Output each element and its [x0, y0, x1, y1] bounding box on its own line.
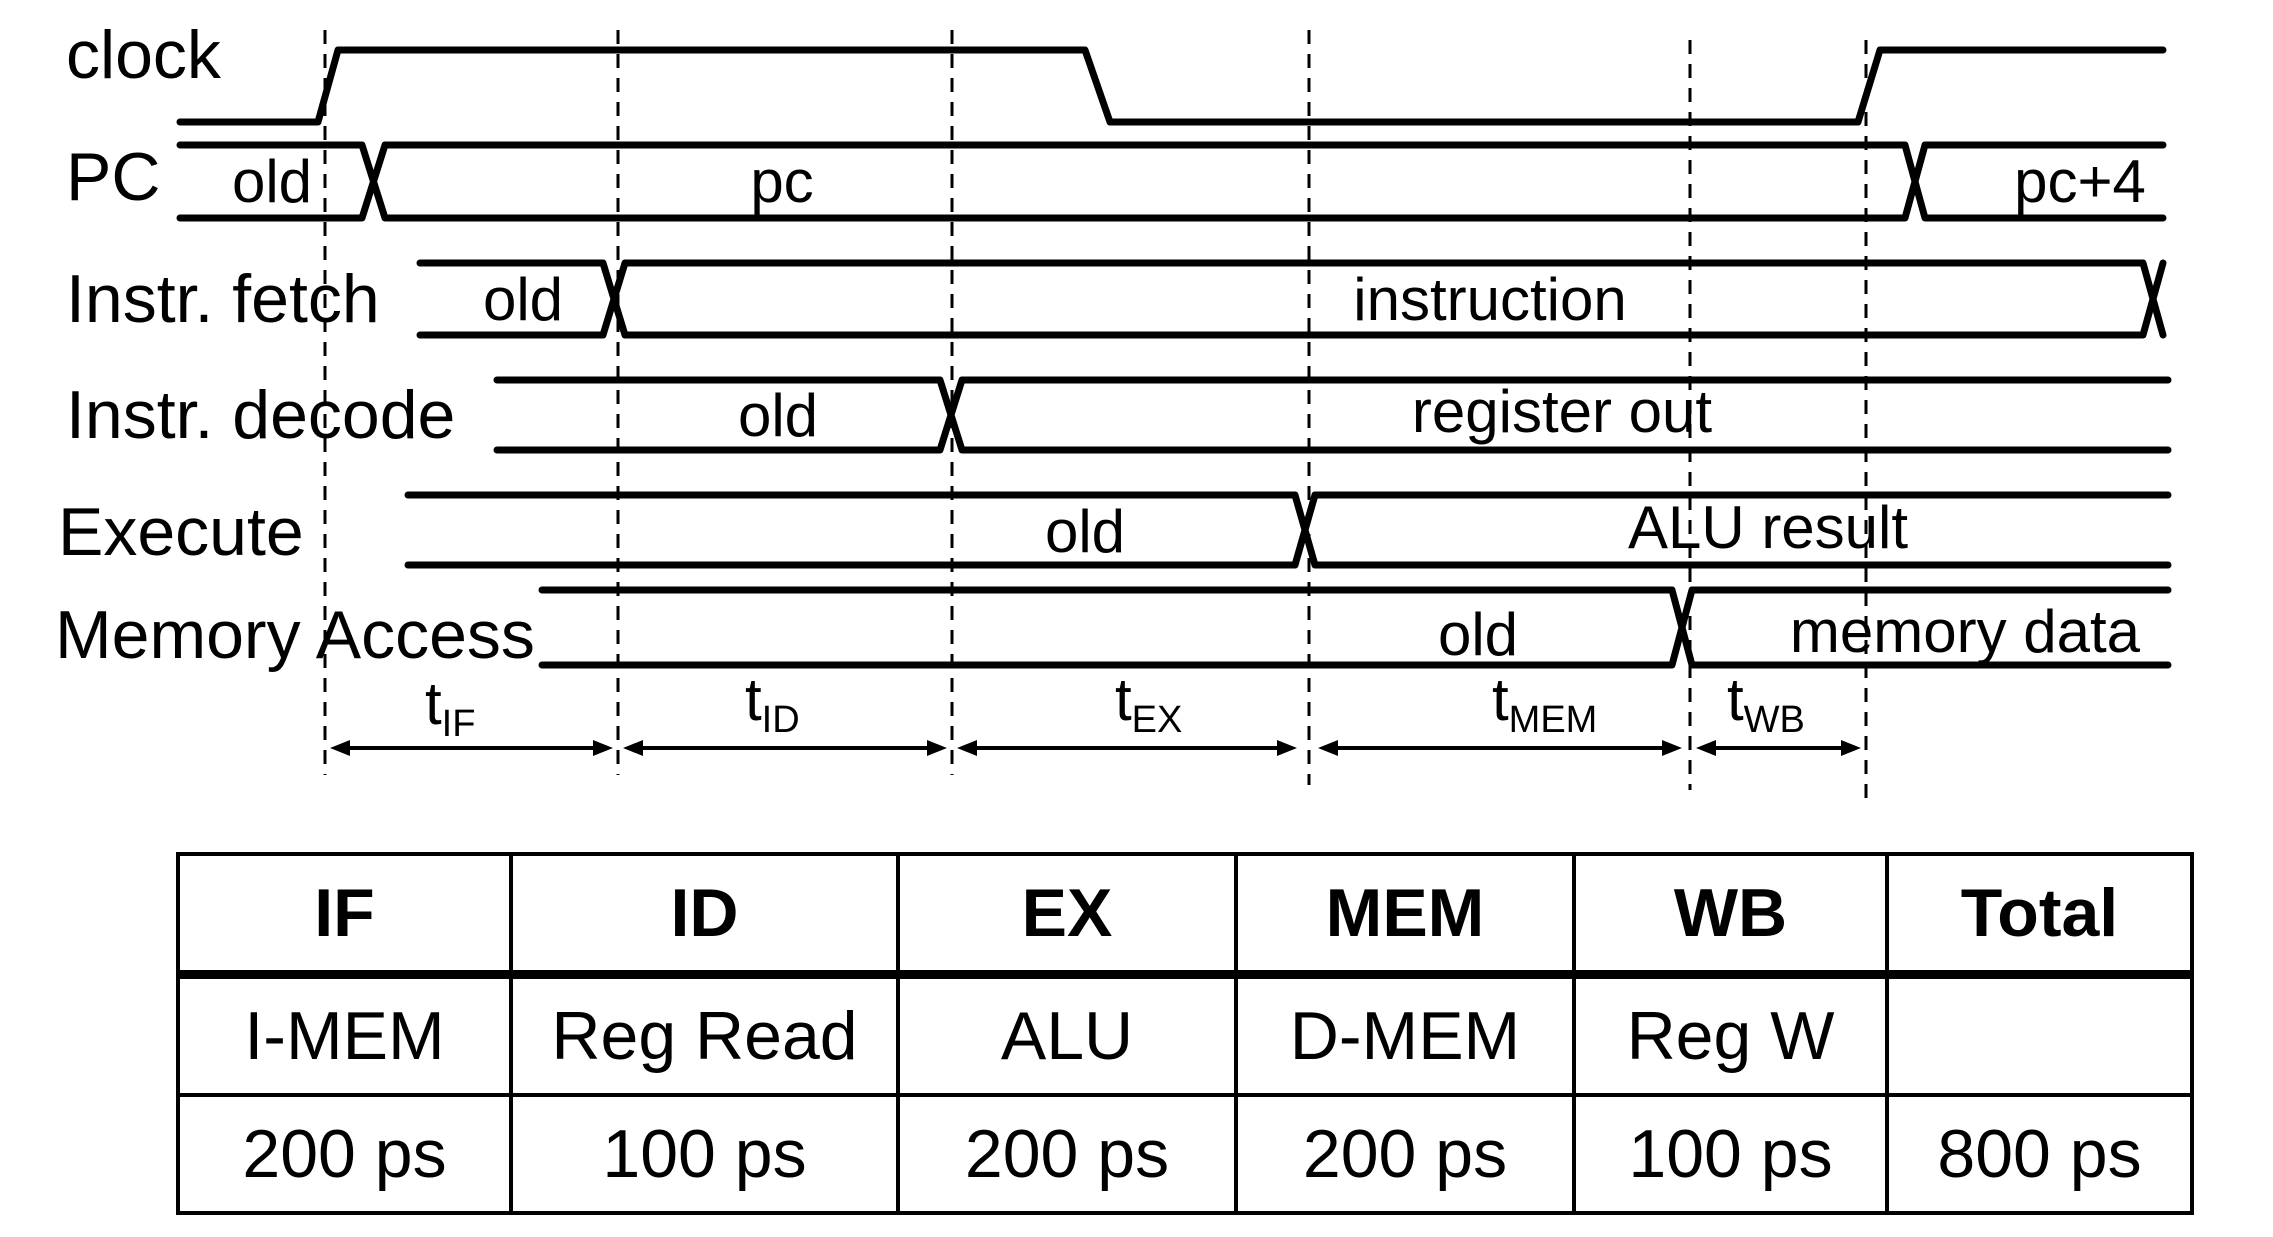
execute-old-value: old — [1045, 498, 1125, 565]
timing-label-mem: tMEM — [1492, 666, 1597, 741]
execute-bus — [404, 491, 2172, 569]
latency-if: 200 ps — [176, 1093, 513, 1215]
timing-arrows — [330, 740, 1861, 756]
stage-latency-table: IF ID EX MEM WB Total I-MEM Reg Read ALU… — [176, 852, 2194, 1215]
latency-wb: 100 ps — [1572, 1093, 1889, 1215]
pc-old-value: old — [232, 148, 312, 215]
header-mem: MEM — [1234, 852, 1576, 979]
memory-access-value: memory data — [1790, 598, 2141, 665]
signal-label-memory-access: Memory Access — [55, 597, 535, 673]
unit-mem: D-MEM — [1234, 972, 1576, 1097]
latency-id: 100 ps — [509, 1093, 900, 1215]
unit-if: I-MEM — [176, 972, 513, 1097]
memory-access-old-value: old — [1438, 601, 1518, 668]
instr-decode-old-value: old — [738, 382, 818, 449]
header-wb: WB — [1572, 852, 1889, 979]
clock-waveform — [176, 46, 2167, 126]
execute-value: ALU result — [1628, 494, 1908, 561]
table-header-row: IF ID EX MEM WB Total — [176, 852, 2194, 979]
table-row-units: I-MEM Reg Read ALU D-MEM Reg W — [176, 972, 2194, 1097]
pc-next-value: pc+4 — [2014, 148, 2146, 215]
header-if: IF — [176, 852, 513, 979]
timing-label-wb: tWB — [1727, 666, 1805, 741]
unit-id: Reg Read — [509, 972, 900, 1097]
latency-mem: 200 ps — [1234, 1093, 1576, 1215]
timing-label-ex: tEX — [1115, 666, 1182, 741]
unit-ex: ALU — [896, 972, 1238, 1097]
header-id: ID — [509, 852, 900, 979]
instr-fetch-value: instruction — [1353, 266, 1626, 333]
signal-label-pc: PC — [66, 139, 160, 215]
unit-total — [1885, 972, 2194, 1097]
timing-label-if: tIF — [425, 670, 475, 745]
pc-bus — [176, 141, 2167, 222]
latency-total: 800 ps — [1885, 1093, 2194, 1215]
header-total: Total — [1885, 852, 2194, 979]
latency-ex: 200 ps — [896, 1093, 1238, 1215]
instr-decode-bus — [493, 376, 2172, 454]
pc-value: pc — [750, 148, 813, 215]
signal-label-instr-fetch: Instr. fetch — [66, 261, 380, 337]
timing-label-id: tID — [745, 666, 800, 741]
signal-label-clock: clock — [66, 17, 222, 93]
unit-wb: Reg W — [1572, 972, 1889, 1097]
signal-label-instr-decode: Instr. decode — [66, 377, 455, 453]
memory-access-bus — [538, 586, 2172, 669]
signal-label-execute: Execute — [58, 494, 304, 570]
header-ex: EX — [896, 852, 1238, 979]
instr-decode-value: register out — [1412, 378, 1712, 445]
table-row-latency: 200 ps 100 ps 200 ps 200 ps 100 ps 800 p… — [176, 1093, 2194, 1215]
instr-fetch-old-value: old — [483, 266, 563, 333]
instr-fetch-bus — [416, 259, 2167, 339]
